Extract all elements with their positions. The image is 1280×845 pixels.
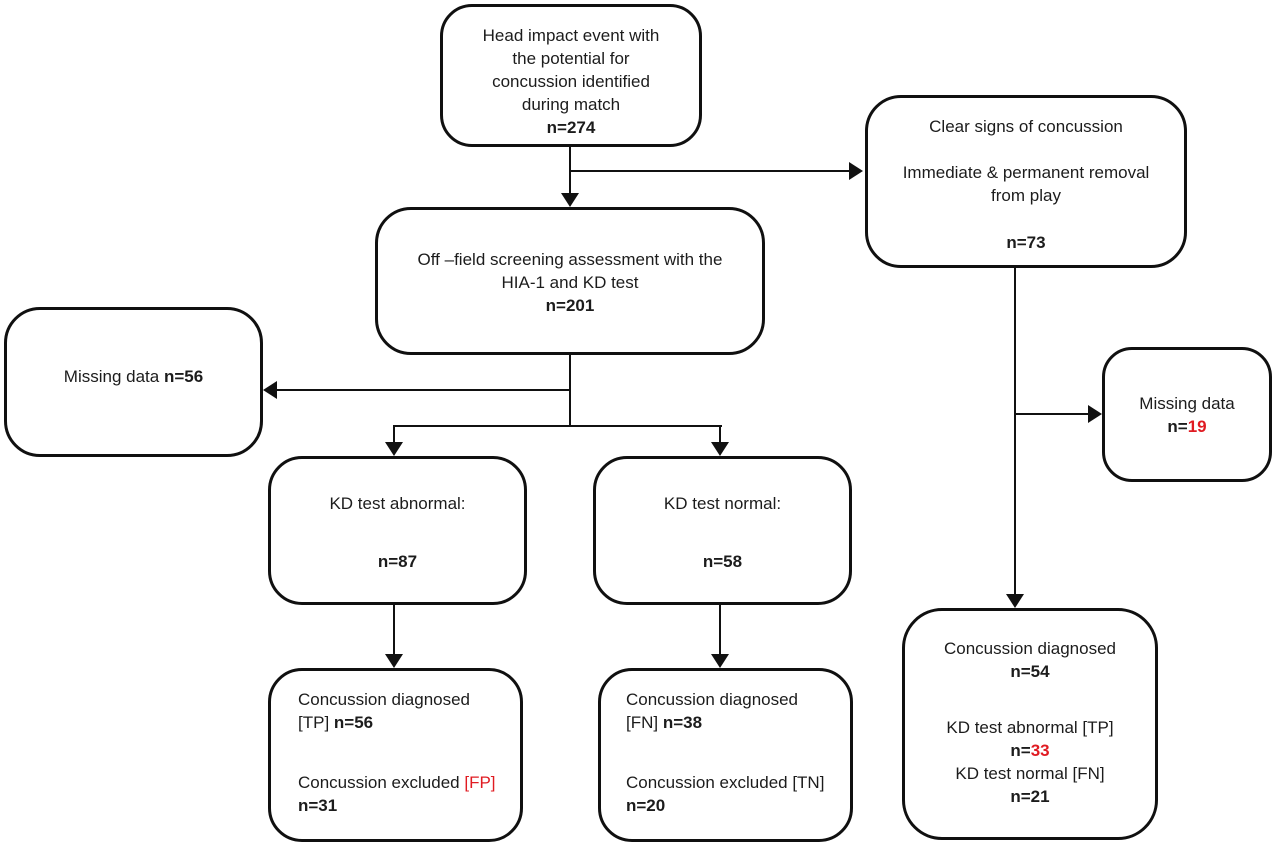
- tp-fp-line1: Concussion diagnosed: [298, 690, 471, 709]
- head-impact-count: n=274: [546, 118, 596, 137]
- diagnosed-kd-abnormal-count: n=33: [1010, 741, 1050, 760]
- fn-count: n=38: [662, 713, 703, 732]
- clear-signs-line2: Immediate & permanent removal: [902, 163, 1150, 182]
- connector-kd-normal-to-fntn: [719, 605, 721, 655]
- clear-signs-count: n=73: [1006, 233, 1046, 252]
- off-field-count: n=201: [545, 296, 595, 315]
- connector-split-to-kd-abnormal: [393, 425, 395, 444]
- fp-tag: [FP]: [464, 773, 496, 792]
- box-kd-abnormal: KD test abnormal: n=87: [268, 456, 527, 605]
- box-missing-data-right: Missing data n=19: [1102, 347, 1272, 482]
- head-impact-line4: during match: [521, 95, 621, 114]
- arrowhead-right-clearsigns: [849, 162, 863, 180]
- off-field-line2: HIA-1 and KD test: [501, 273, 639, 292]
- connector-offfield-to-missing-left: [277, 389, 571, 391]
- off-field-line1: Off –field screening assessment with the: [417, 250, 723, 269]
- fn-tn-line3: Concussion excluded [TN]: [626, 773, 825, 792]
- tp-fp-line3: Concussion excluded [FP]: [298, 773, 496, 792]
- box-concussion-tp-fp: Concussion diagnosed [TP] n=56 Concussio…: [268, 668, 523, 842]
- box-missing-data-left: Missing data n=56: [4, 307, 263, 457]
- diagnosed-count: n=54: [1010, 662, 1050, 681]
- arrowhead-down-fntn: [711, 654, 729, 668]
- missing-right-count-value: 19: [1187, 416, 1207, 436]
- arrowhead-left-missing-left: [263, 381, 277, 399]
- arrowhead-right-missing-right: [1088, 405, 1102, 423]
- fn-tn-line2: [FN] n=38: [626, 713, 703, 732]
- connector-clearsigns-to-diagnosed: [1014, 268, 1016, 594]
- missing-left-label: Missing data n=56: [63, 366, 204, 386]
- box-kd-normal: KD test normal: n=58: [593, 456, 852, 605]
- arrowhead-down-kd-abnormal: [385, 442, 403, 456]
- connector-kd-abnormal-to-tpfp: [393, 605, 395, 655]
- clear-signs-line3: from play: [991, 186, 1061, 205]
- tp-count: n=56: [333, 713, 374, 732]
- diagnosed-kd-normal-label: KD test normal [FN]: [955, 764, 1105, 783]
- diagnosed-line1: Concussion diagnosed: [943, 639, 1116, 658]
- diagnosed-kd-abnormal-count-value: 33: [1030, 741, 1050, 760]
- box-concussion-fn-tn: Concussion diagnosed [FN] n=38 Concussio…: [598, 668, 853, 842]
- missing-left-count: n=56: [163, 366, 204, 386]
- kd-abnormal-count: n=87: [377, 552, 418, 571]
- head-impact-line3: concussion identified: [492, 72, 650, 91]
- arrowhead-down-diagnosed: [1006, 594, 1024, 608]
- connector-clearsigns-to-missing-right: [1015, 413, 1089, 415]
- clear-signs-line1: Clear signs of concussion: [929, 117, 1123, 136]
- fp-count: n=31: [298, 796, 338, 815]
- arrowhead-down-tpfp: [385, 654, 403, 668]
- box-head-impact: Head impact event with the potential for…: [440, 4, 702, 147]
- missing-right-count: n=19: [1167, 416, 1207, 436]
- box-off-field-screening: Off –field screening assessment with the…: [375, 207, 765, 355]
- missing-right-label: Missing data: [1139, 393, 1235, 413]
- connector-headimpact-to-clearsigns: [570, 170, 850, 172]
- connector-split-to-kd-normal: [719, 425, 721, 444]
- box-clear-signs: Clear signs of concussion Immediate & pe…: [865, 95, 1187, 268]
- diagnosed-kd-normal-count: n=21: [1010, 787, 1050, 806]
- head-impact-line1: Head impact event with: [482, 26, 660, 45]
- kd-normal-label: KD test normal:: [663, 494, 782, 513]
- tn-count: n=20: [626, 796, 666, 815]
- tp-fp-line2: [TP] n=56: [298, 713, 374, 732]
- fn-tn-line1: Concussion diagnosed: [626, 690, 799, 709]
- kd-abnormal-label: KD test abnormal:: [329, 494, 466, 513]
- head-impact-line2: the potential for: [512, 49, 630, 68]
- diagnosed-kd-abnormal-label: KD test abnormal [TP]: [946, 718, 1114, 737]
- connector-split-horizontal: [394, 425, 722, 427]
- box-concussion-diagnosed-removed: Concussion diagnosed n=54 KD test abnorm…: [902, 608, 1158, 840]
- arrowhead-down-offfield: [561, 193, 579, 207]
- kd-normal-count: n=58: [702, 552, 743, 571]
- arrowhead-down-kd-normal: [711, 442, 729, 456]
